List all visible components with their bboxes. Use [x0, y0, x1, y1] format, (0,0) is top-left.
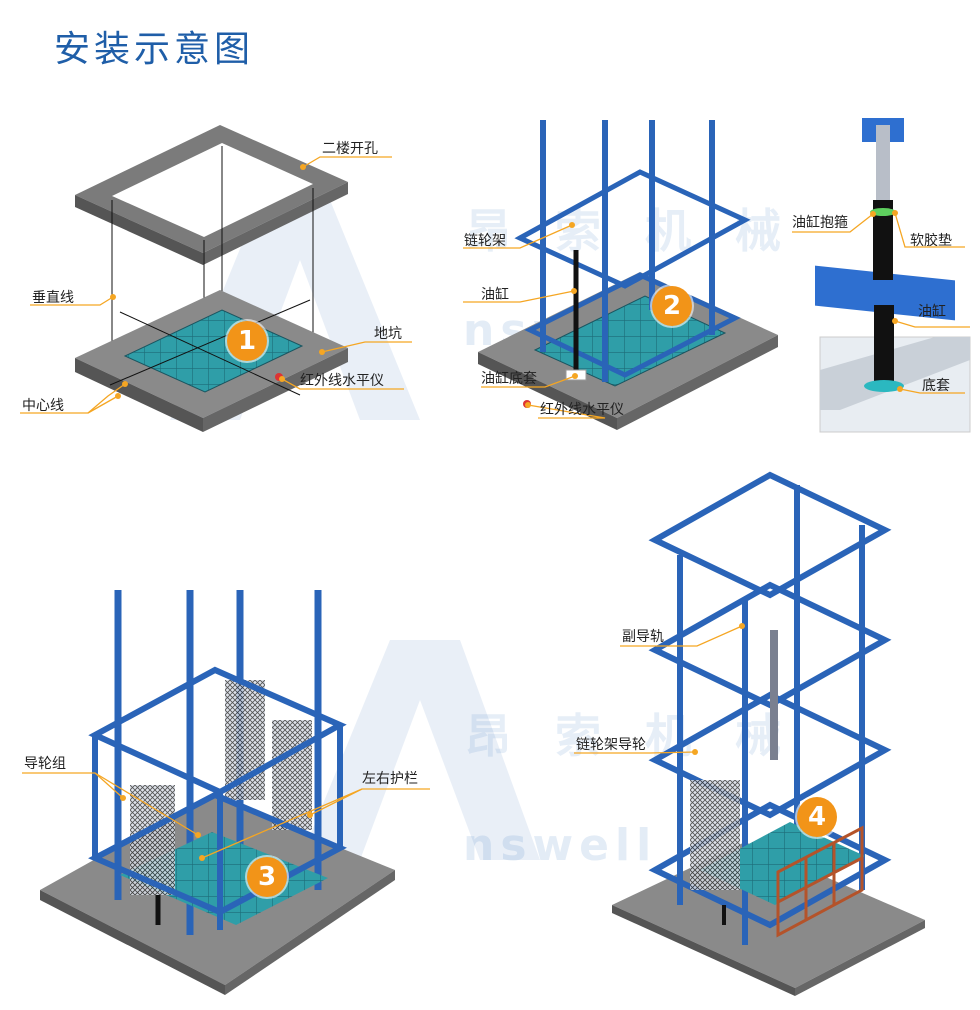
label-cylinder-base: 油缸底套 — [481, 371, 537, 387]
label-base-sleeve: 底套 — [922, 378, 950, 394]
label-plumb-line: 垂直线 — [32, 290, 74, 306]
step-2-badge: 2 — [652, 286, 692, 326]
label-sprocket-frame: 链轮架 — [464, 233, 506, 249]
label-rubber-pad: 软胶垫 — [910, 233, 952, 249]
label-auxiliary-guide-rail: 副导轨 — [622, 629, 664, 645]
label-center-line: 中心线 — [22, 398, 64, 414]
step-1-badge: 1 — [227, 321, 267, 361]
label-pit: 地坑 — [374, 326, 402, 342]
step-4-badge: 4 — [797, 797, 837, 837]
panel-3-drawing — [40, 590, 395, 995]
panel-1-drawing — [75, 125, 348, 432]
label-cylinder-detail: 油缸 — [918, 304, 946, 320]
detail-drawing — [815, 118, 971, 433]
label-cylinder-clamp: 油缸抱箍 — [792, 215, 848, 231]
label-laser-level-2: 红外线水平仪 — [540, 402, 624, 418]
watermark-en-lower: nswell — [463, 820, 658, 871]
label-laser-level-1: 红外线水平仪 — [300, 373, 384, 389]
panel-4-drawing — [612, 471, 925, 996]
page-title: 安装示意图 — [54, 29, 255, 70]
label-side-guardrail: 左右护栏 — [362, 771, 418, 787]
label-sprocket-guide-wheel: 链轮架导轮 — [576, 737, 646, 753]
leader-lines — [20, 156, 970, 859]
label-cylinder: 油缸 — [481, 287, 509, 303]
label-guide-wheel-group: 导轮组 — [24, 756, 66, 772]
step-3-badge: 3 — [247, 857, 287, 897]
leader-dots — [110, 164, 903, 861]
label-upper-floor-opening: 二楼开孔 — [322, 141, 378, 157]
